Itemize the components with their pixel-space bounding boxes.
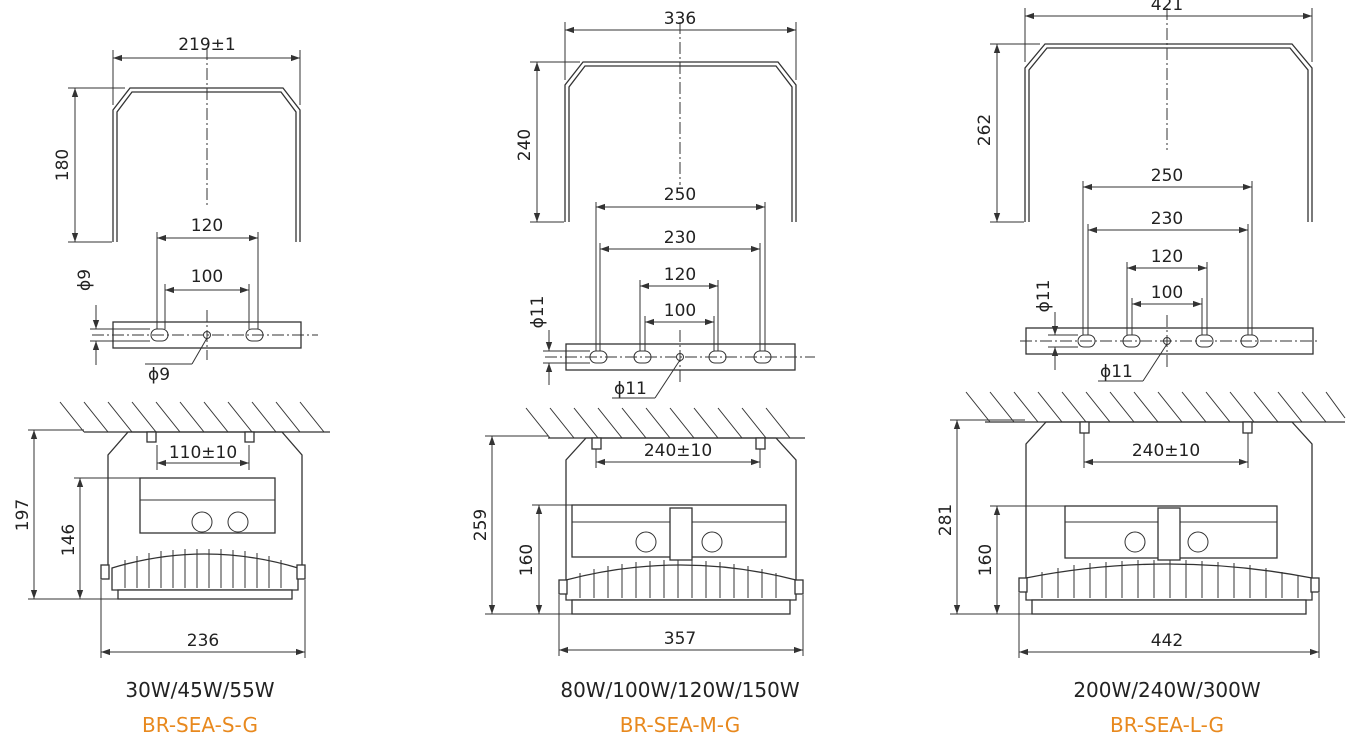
total-height-l: 281 [936, 504, 956, 536]
panel-s: 219±1 180 120 100 ϕ9 [13, 35, 330, 737]
center-phi-m: ϕ11 [614, 379, 647, 399]
total-height-s: 197 [13, 499, 33, 531]
hole-pitch-inner-m: 100 [664, 301, 696, 321]
plate-s: 120 100 ϕ9 ϕ9 [75, 216, 318, 385]
ceiling-m [525, 407, 805, 439]
bracket-s: 219±1 180 [53, 35, 301, 243]
body-height-s: 146 [59, 524, 79, 556]
body-height-l: 160 [976, 544, 996, 576]
fixture-l: 240±10 281 160 442 [936, 419, 1320, 658]
hole-pitch-outer2-m: 250 [664, 185, 696, 205]
bracket-width-m: 336 [664, 9, 696, 29]
hole-pitch-outer-l: 230 [1151, 209, 1183, 229]
total-width-m: 357 [664, 629, 696, 649]
hole-pitch-outer2-l: 250 [1151, 166, 1183, 186]
fixture-m: 240±10 259 160 357 [471, 435, 804, 656]
hole-pitch-mid-l: 120 [1151, 247, 1183, 267]
total-width-l: 442 [1151, 631, 1183, 651]
wattage-s: 30W/45W/55W [125, 678, 274, 702]
total-height-m: 259 [471, 509, 491, 541]
model-l: BR-SEA-L-G [1110, 713, 1224, 737]
panel-m: 336 240 250 230 120 100 [471, 9, 815, 737]
mount-spacing-m: 240±10 [644, 441, 712, 461]
bracket-l: 421 262 [975, 0, 1313, 223]
wattage-l: 200W/240W/300W [1073, 678, 1261, 702]
slot-phi-s: ϕ9 [75, 269, 95, 291]
hole-pitch-inner-l: 100 [1151, 283, 1183, 303]
center-phi-s: ϕ9 [148, 365, 170, 385]
wattage-m: 80W/100W/120W/150W [560, 678, 800, 702]
panel-l: 421 262 250 230 120 100 [936, 0, 1346, 737]
bracket-height-s: 180 [53, 149, 73, 181]
total-width-s: 236 [187, 631, 219, 651]
hole-pitch-outer-m: 230 [664, 228, 696, 248]
bracket-m: 336 240 [515, 9, 797, 223]
ceiling-l [965, 391, 1346, 423]
model-s: BR-SEA-S-G [142, 713, 258, 737]
plate-m: 250 230 120 100 ϕ11 ϕ11 [528, 185, 815, 399]
hole-pitch-inner-s: 100 [191, 267, 223, 287]
bracket-width-l: 421 [1151, 0, 1183, 15]
body-height-m: 160 [517, 544, 537, 576]
slot-phi-m: ϕ11 [528, 296, 548, 329]
mount-spacing-l: 240±10 [1132, 441, 1200, 461]
ceiling-s [59, 401, 330, 433]
mount-spacing-s: 110±10 [169, 443, 237, 463]
plate-l: 250 230 120 100 ϕ11 ϕ11 [1020, 166, 1320, 382]
slot-phi-l: ϕ11 [1034, 280, 1054, 313]
fixture-s: 110±10 197 146 236 [13, 429, 306, 658]
bracket-height-m: 240 [515, 129, 535, 161]
center-phi-l: ϕ11 [1100, 362, 1133, 382]
model-m: BR-SEA-M-G [620, 713, 741, 737]
hole-pitch-outer-s: 120 [191, 216, 223, 236]
bracket-width-s: 219±1 [178, 35, 236, 55]
hole-pitch-mid-m: 120 [664, 265, 696, 285]
bracket-height-l: 262 [975, 114, 995, 146]
